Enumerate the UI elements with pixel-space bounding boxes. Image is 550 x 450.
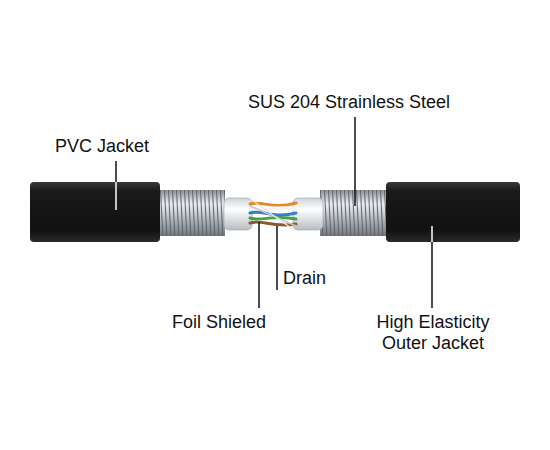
leader-lines	[116, 117, 432, 308]
part-label: Drain	[283, 268, 326, 289]
outer-jacket	[386, 182, 520, 242]
steel-braid	[155, 190, 225, 236]
steel-thread	[155, 190, 225, 236]
pvc-jacket	[30, 182, 160, 242]
wire-pairs	[250, 200, 296, 230]
foil-shield	[293, 198, 323, 230]
part-label: Foil Shieled	[172, 312, 266, 333]
part-label: High Elasticity Outer Jacket	[358, 312, 508, 354]
foil-shield	[224, 198, 252, 230]
part-label: PVC Jacket	[55, 136, 149, 157]
part-label: SUS 204 Strainless Steel	[248, 92, 450, 113]
